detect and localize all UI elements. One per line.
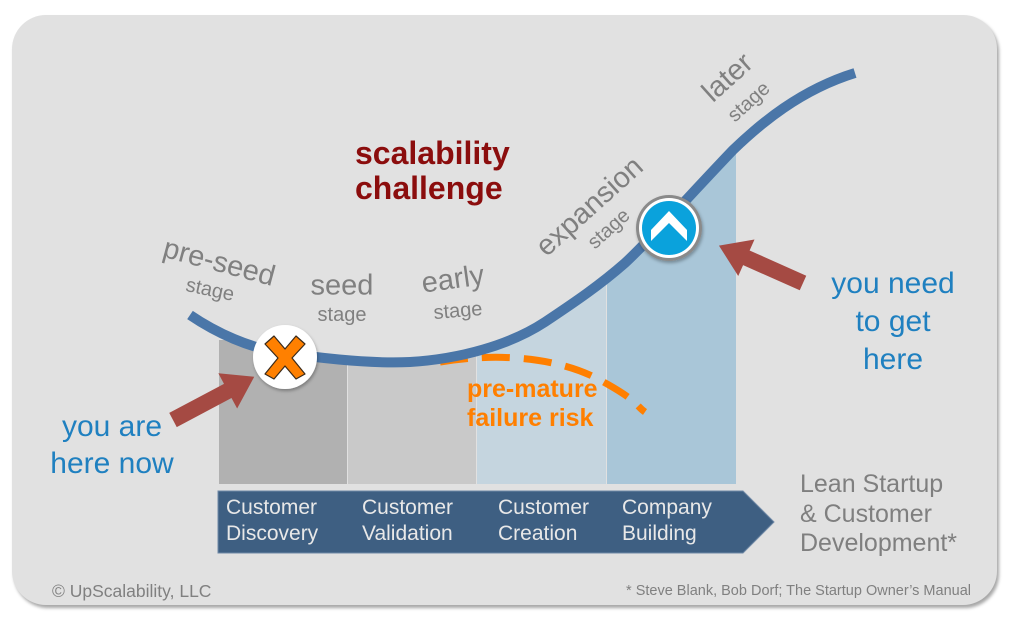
current-position-label: you are here now (12, 408, 212, 482)
phase-customer-validation: Customer Validation (362, 495, 453, 547)
target-position-label: you need to get here (793, 265, 993, 379)
growth-curve (187, 68, 857, 368)
failure-risk-dashed-curve (439, 353, 648, 415)
phase-customer-creation: Customer Creation (498, 495, 589, 547)
phase-line-1: Customer (362, 496, 454, 519)
x-mark-icon (253, 325, 317, 389)
phase-company-building: Company Building (622, 495, 712, 547)
stage-sublabel-early: stage (432, 297, 484, 325)
phase-line-1: Customer (226, 496, 318, 519)
methodology-label: Lean Startup & Customer Development* (800, 470, 957, 559)
stage-sublabel-seed: stage (317, 304, 367, 326)
phase-line-1: Company (622, 496, 712, 519)
phase-line-2: Validation (362, 522, 453, 545)
phase-line-2: Creation (498, 522, 578, 545)
risk-line-2: failure risk (467, 404, 594, 432)
risk-line-1: pre-mature (467, 375, 598, 403)
title-line-2: challenge (355, 170, 503, 206)
method-line-1: Lean Startup (800, 470, 944, 498)
phase-line-1: Customer (498, 496, 590, 519)
target-line-1: you need (831, 267, 955, 300)
method-line-3: Development* (800, 529, 958, 557)
up-chevron-icon (636, 195, 702, 261)
arrow-to-current-icon (169, 373, 255, 428)
stage-label-seed: seed (310, 269, 374, 302)
method-line-2: & Customer (800, 499, 932, 528)
title-line-1: scalability (355, 135, 510, 171)
phase-line-2: Discovery (226, 522, 319, 545)
current-line-2: here now (50, 447, 174, 480)
phase-bar-arrow (217, 490, 775, 554)
scalability-challenge-title: scalability challenge (355, 136, 510, 206)
target-line-3: here (862, 343, 924, 376)
copyright-notice: © UpScalability, LLC (52, 581, 212, 601)
source-footnote: * Steve Blank, Bob Dorf; The Startup Own… (626, 583, 971, 599)
phase-line-2: Building (622, 522, 697, 545)
phase-customer-discovery: Customer Discovery (226, 495, 318, 547)
current-line-1: you are (61, 410, 163, 443)
column-company-building (607, 73, 736, 484)
target-line-2: to get (855, 305, 931, 338)
failure-risk-label: pre-mature failure risk (467, 375, 598, 433)
arrow-to-target-icon (718, 239, 807, 291)
